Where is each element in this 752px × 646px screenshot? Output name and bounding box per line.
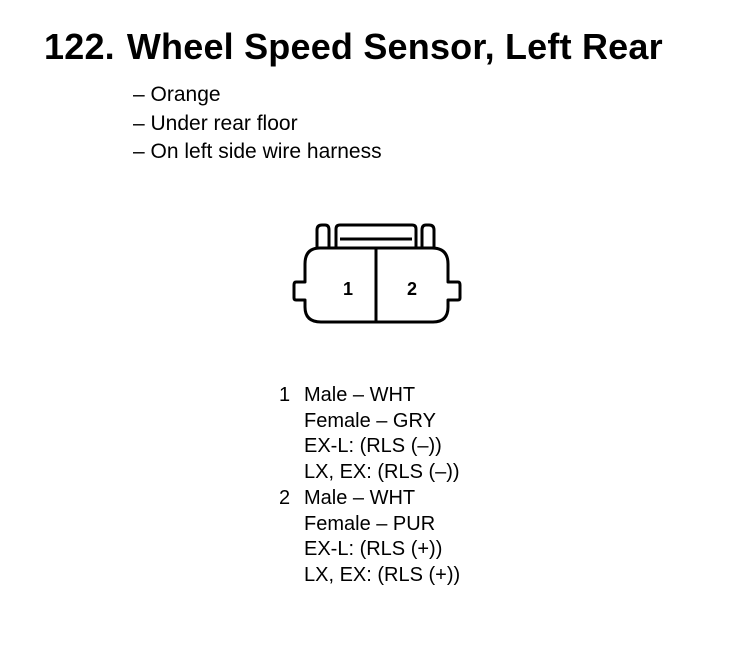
connector-notes: – Orange – Under rear floor – On left si… xyxy=(133,81,382,167)
connector-left-latch xyxy=(315,223,331,248)
cavity-2-label: 2 xyxy=(407,279,417,299)
connector-lock-tab xyxy=(334,223,418,248)
pin-1-number: 1 xyxy=(279,384,291,406)
pin-1-entry: 1 Male – WHT Female – GRY EX-L: (RLS (–)… xyxy=(279,383,460,486)
cavity-1-label: 1 xyxy=(343,279,353,299)
pin-1-exl: EX-L: (RLS (–)) xyxy=(304,435,442,458)
pin-2-number: 2 xyxy=(279,486,291,509)
title-number: 122. xyxy=(44,26,115,67)
pin-2-lx-ex: LX, EX: (RLS (+)) xyxy=(304,563,461,586)
pin-2-female: Female – PUR xyxy=(304,512,436,535)
connector-body xyxy=(292,246,462,324)
connector-right-latch xyxy=(420,223,436,248)
pin-1-male: Male – WHT xyxy=(304,384,416,406)
pin-1-lx-ex: LX, EX: (RLS (–)) xyxy=(304,461,460,484)
title-text: Wheel Speed Sensor, Left Rear xyxy=(126,26,663,67)
connector-diagram: 1 2 xyxy=(292,223,462,324)
note-harness: – On left side wire harness xyxy=(133,140,382,163)
page-title: 122. Wheel Speed Sensor, Left Rear xyxy=(44,26,663,68)
note-location: – Under rear floor xyxy=(133,111,298,135)
pin-2-entry: 2 Male – WHT Female – PUR EX-L: (RLS (+)… xyxy=(279,486,460,589)
pin-2-exl: EX-L: (RLS (+)) xyxy=(304,538,443,561)
pin-descriptions: 1 Male – WHT Female – GRY EX-L: (RLS (–)… xyxy=(279,383,460,589)
pin-1-female: Female – GRY xyxy=(304,409,436,432)
pin-2-male: Male – WHT xyxy=(304,486,416,509)
note-color: – Orange xyxy=(133,83,221,106)
